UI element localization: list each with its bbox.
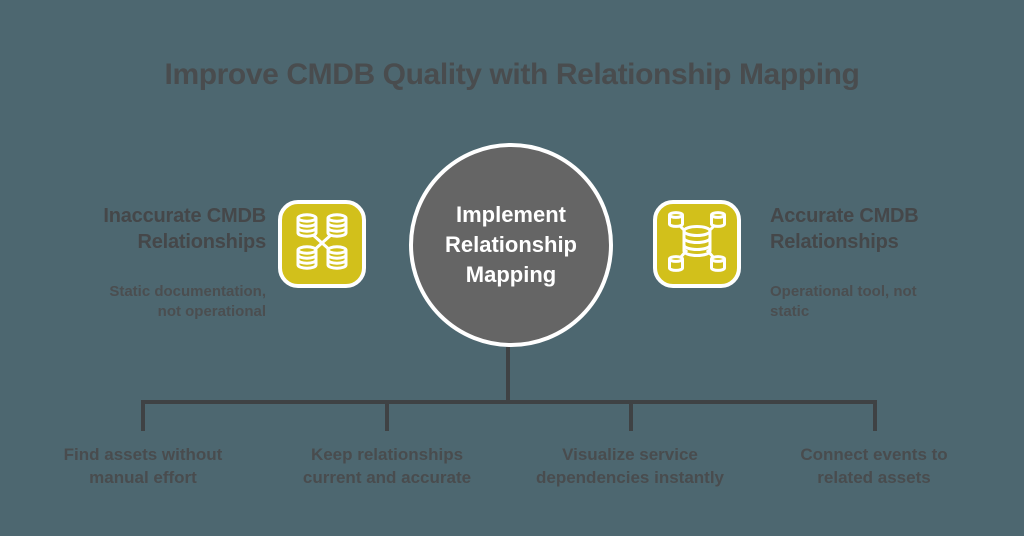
database-hub-glyph — [668, 211, 726, 272]
connector-drop-2 — [385, 400, 389, 431]
benefit-label-4: Connect events to related assets — [800, 445, 948, 487]
page-title: Improve CMDB Quality with Relationship M… — [164, 58, 860, 91]
left-heading: Inaccurate CMDB Relationships — [103, 205, 266, 253]
central-node: Implement Relationship Mapping — [409, 143, 613, 347]
benefit-label-1: Find assets without manual effort — [63, 445, 223, 487]
left-subtitle: Static documentation, not operational — [109, 283, 266, 320]
right-heading: Accurate CMDB Relationships — [770, 205, 919, 253]
right-text-block: Accurate CMDB Relationships Operational … — [770, 203, 998, 322]
left-text-block: Inaccurate CMDB Relationships Static doc… — [38, 203, 266, 322]
connector-drop-3 — [629, 400, 633, 431]
right-subtitle: Operational tool, not static — [770, 283, 917, 320]
connector-drop-4 — [873, 400, 877, 431]
crossed-databases-glyph — [296, 213, 348, 270]
connector-horizontal-bar — [141, 400, 877, 404]
benefit-label-3: Visualize service dependencies instantly — [536, 445, 724, 487]
crossed-databases-icon — [278, 200, 366, 288]
benefit-label-2: Keep relationships current and accurate — [302, 445, 472, 487]
connector-stem — [506, 347, 510, 402]
connector-drop-1 — [141, 400, 145, 431]
database-hub-icon — [653, 200, 741, 288]
central-node-label: Implement Relationship Mapping — [444, 202, 577, 287]
